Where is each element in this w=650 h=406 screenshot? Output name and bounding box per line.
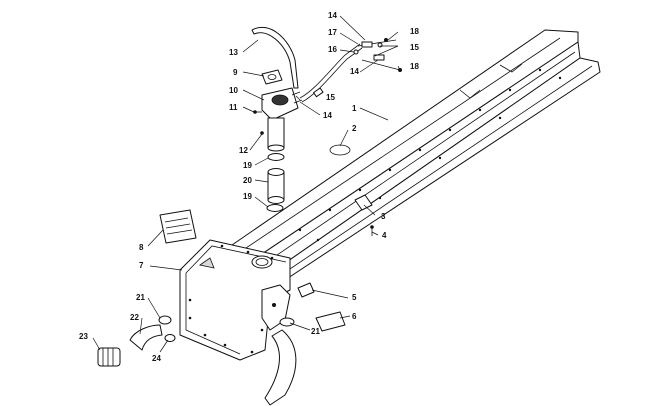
callout-24: 24 (152, 354, 161, 363)
tank-label-decal (159, 209, 197, 244)
callout-14-pump: 14 (323, 111, 332, 120)
callout-6: 6 (352, 312, 357, 321)
clamp-24 (164, 334, 176, 342)
running-board-assembly (231, 29, 601, 283)
callout-11: 11 (229, 103, 238, 112)
callout-18-top: 18 (410, 27, 419, 36)
callout-5: 5 (352, 293, 357, 302)
callout-1: 1 (352, 104, 357, 113)
vent-hose (251, 26, 299, 89)
callout-22: 22 (130, 313, 139, 322)
callout-13: 13 (229, 48, 238, 57)
exhaust-pipe (264, 329, 297, 406)
callout-17: 17 (328, 28, 337, 37)
callout-15-pump: 15 (326, 93, 335, 102)
coupler-23 (97, 347, 121, 367)
callout-18-bottom: 18 (410, 62, 419, 71)
callout-2: 2 (352, 124, 357, 133)
sensor (297, 282, 315, 298)
fuel-pump-assembly (253, 69, 303, 152)
mounting-bracket (354, 194, 373, 211)
callout-14-mid: 14 (350, 67, 359, 76)
callout-3: 3 (381, 212, 386, 221)
strap-clamp (315, 311, 346, 332)
hose-clamp-lower (266, 204, 284, 212)
callout-19-upper: 19 (243, 161, 252, 170)
callout-15-top: 15 (410, 43, 419, 52)
callout-16: 16 (328, 45, 337, 54)
callout-14-top: 14 (328, 11, 337, 20)
fuel-line (299, 43, 361, 99)
callout-21-left: 21 (136, 293, 145, 302)
callout-4: 4 (382, 231, 387, 240)
callout-8: 8 (139, 243, 144, 252)
leader-lines (92, 15, 401, 353)
callout-labels: 1 2 3 4 5 6 7 8 9 10 11 12 13 14 14 14 1… (79, 11, 419, 363)
callout-9: 9 (233, 68, 238, 77)
fuel-tank (179, 239, 291, 361)
grommet (329, 144, 351, 156)
clamp-21-left (158, 315, 172, 325)
callout-10: 10 (229, 86, 238, 95)
callout-12: 12 (239, 146, 248, 155)
callout-23: 23 (79, 332, 88, 341)
callout-21-right: 21 (311, 327, 320, 336)
elbow-hose (129, 324, 163, 351)
callout-20: 20 (243, 176, 252, 185)
callout-7: 7 (139, 261, 144, 270)
callout-19-lower: 19 (243, 192, 252, 201)
hose-clamp-upper (267, 153, 285, 161)
clamp-21-right (279, 317, 295, 327)
fuel-hose (267, 168, 285, 204)
